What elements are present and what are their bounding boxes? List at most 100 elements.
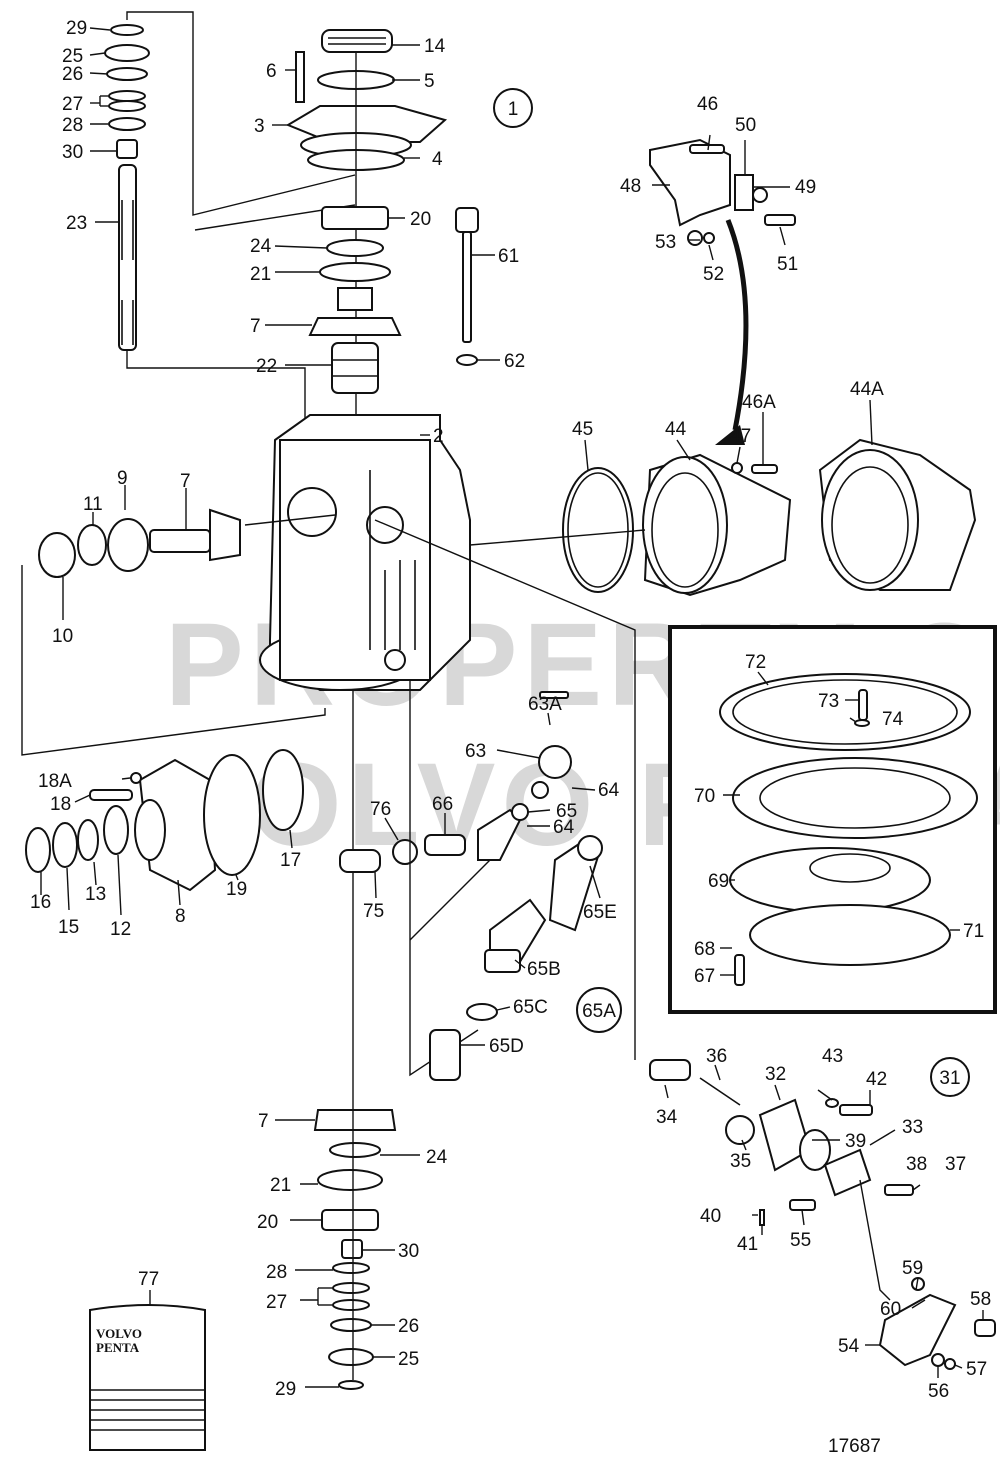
part-label: 70 — [694, 786, 715, 807]
callout-31: 31 — [939, 1068, 960, 1089]
part-label: 66 — [432, 794, 453, 815]
part-label: 2 — [433, 426, 444, 447]
part-label: 48 — [620, 176, 641, 197]
drawing-number: 17687 — [828, 1436, 881, 1457]
part-label: 68 — [694, 939, 715, 960]
part-label: 50 — [735, 115, 756, 136]
part-label: 40 — [700, 1206, 721, 1227]
part-label: 65B — [527, 959, 561, 980]
part-label: 7 — [180, 471, 191, 492]
callout-1: 1 — [508, 99, 519, 120]
part-label: 73 — [818, 691, 839, 712]
gear-housing — [259, 414, 471, 691]
part-label: 46 — [697, 94, 718, 115]
part-label: 76 — [370, 799, 391, 820]
dipstick — [455, 207, 479, 366]
part-label: 51 — [777, 254, 798, 275]
part-label: 35 — [730, 1151, 751, 1172]
part-label: 57 — [966, 1359, 987, 1380]
part-label: 47 — [730, 426, 751, 447]
part-label: 6 — [266, 61, 277, 82]
valve-group-31 — [649, 1059, 996, 1370]
part-label: 36 — [706, 1046, 727, 1067]
part-label: 67 — [694, 966, 715, 987]
part-label: 49 — [795, 177, 816, 198]
part-label: 3 — [254, 116, 265, 137]
part-label: 19 — [226, 879, 247, 900]
part-label: 42 — [866, 1069, 887, 1090]
part-label: 26 — [398, 1316, 419, 1337]
part-label: 18 — [50, 794, 71, 815]
part-label: 27 — [266, 1292, 287, 1313]
part-label: 65C — [513, 997, 548, 1018]
part-label: 56 — [928, 1381, 949, 1402]
part-label: 8 — [175, 906, 186, 927]
part-label: 44A — [850, 379, 884, 400]
part-label: 53 — [655, 232, 676, 253]
part-label: 64 — [598, 780, 620, 801]
part-label: 29 — [275, 1379, 296, 1400]
part-label: 38 — [906, 1154, 927, 1175]
part-label: 27 — [62, 94, 83, 115]
part-label: 44 — [665, 419, 687, 440]
part-label: 65 — [556, 801, 577, 822]
part-label: 4 — [432, 149, 443, 170]
part-label: 72 — [745, 652, 766, 673]
transom-shield-44A — [818, 438, 977, 591]
top-cover-group — [285, 29, 448, 420]
part-label: 21 — [250, 264, 271, 285]
leader-to-31 — [374, 519, 636, 1060]
part-number-labels: 29 25 26 27 28 30 23 6 3 14 5 4 20 24 21… — [30, 18, 991, 1457]
part-label: 25 — [62, 46, 83, 67]
part-label: 74 — [882, 709, 904, 730]
lower-gear-stack — [313, 690, 397, 1390]
part-label: 41 — [737, 1234, 758, 1255]
part-label: 32 — [765, 1064, 786, 1085]
part-label: 61 — [498, 246, 519, 267]
part-label: 7 — [258, 1111, 269, 1132]
owners-manual-77: VOLVO PENTA — [89, 1290, 206, 1451]
part-label: 13 — [85, 884, 106, 905]
part-label: 25 — [398, 1349, 419, 1370]
part-label: 14 — [424, 36, 446, 57]
part-label: 63 — [465, 741, 486, 762]
part-label: 43 — [822, 1046, 843, 1067]
part-label: 65D — [489, 1036, 524, 1057]
circled-callouts: 1 31 65A — [493, 88, 970, 1097]
part-label: 30 — [398, 1241, 419, 1262]
part-label: 34 — [656, 1107, 678, 1128]
pinion-group — [21, 508, 336, 756]
part-label: 26 — [62, 64, 83, 85]
part-label: 59 — [902, 1258, 923, 1279]
part-label: 24 — [426, 1147, 448, 1168]
part-label: 21 — [270, 1175, 291, 1196]
part-label: 5 — [424, 71, 435, 92]
part-label: 71 — [963, 921, 984, 942]
sensor-bracket-group — [649, 138, 796, 445]
part-label: 10 — [52, 626, 73, 647]
part-label: 9 — [117, 468, 128, 489]
part-label: 7 — [250, 316, 261, 337]
part-label: 17 — [280, 850, 301, 871]
part-label: 37 — [945, 1154, 966, 1175]
part-label: 45 — [572, 419, 593, 440]
part-label: 20 — [257, 1212, 278, 1233]
upper-shaft-stack — [104, 11, 356, 420]
part-label: 39 — [845, 1131, 866, 1152]
part-label: 52 — [703, 264, 724, 285]
part-label: 33 — [902, 1117, 923, 1138]
manual-brand-line-1: VOLVO — [96, 1326, 142, 1341]
part-label: 46A — [742, 392, 776, 413]
part-label: 18A — [38, 771, 72, 792]
part-label: 69 — [708, 871, 729, 892]
part-label: 16 — [30, 892, 51, 913]
manual-brand-line-2: PENTA — [96, 1340, 140, 1355]
part-label: 54 — [838, 1336, 860, 1357]
transom-seal-group — [469, 453, 792, 597]
part-label: 12 — [110, 919, 131, 940]
part-label: 58 — [970, 1289, 991, 1310]
fitting-65A-group — [429, 835, 603, 1081]
part-label: 28 — [62, 115, 83, 136]
part-label: 55 — [790, 1230, 811, 1251]
